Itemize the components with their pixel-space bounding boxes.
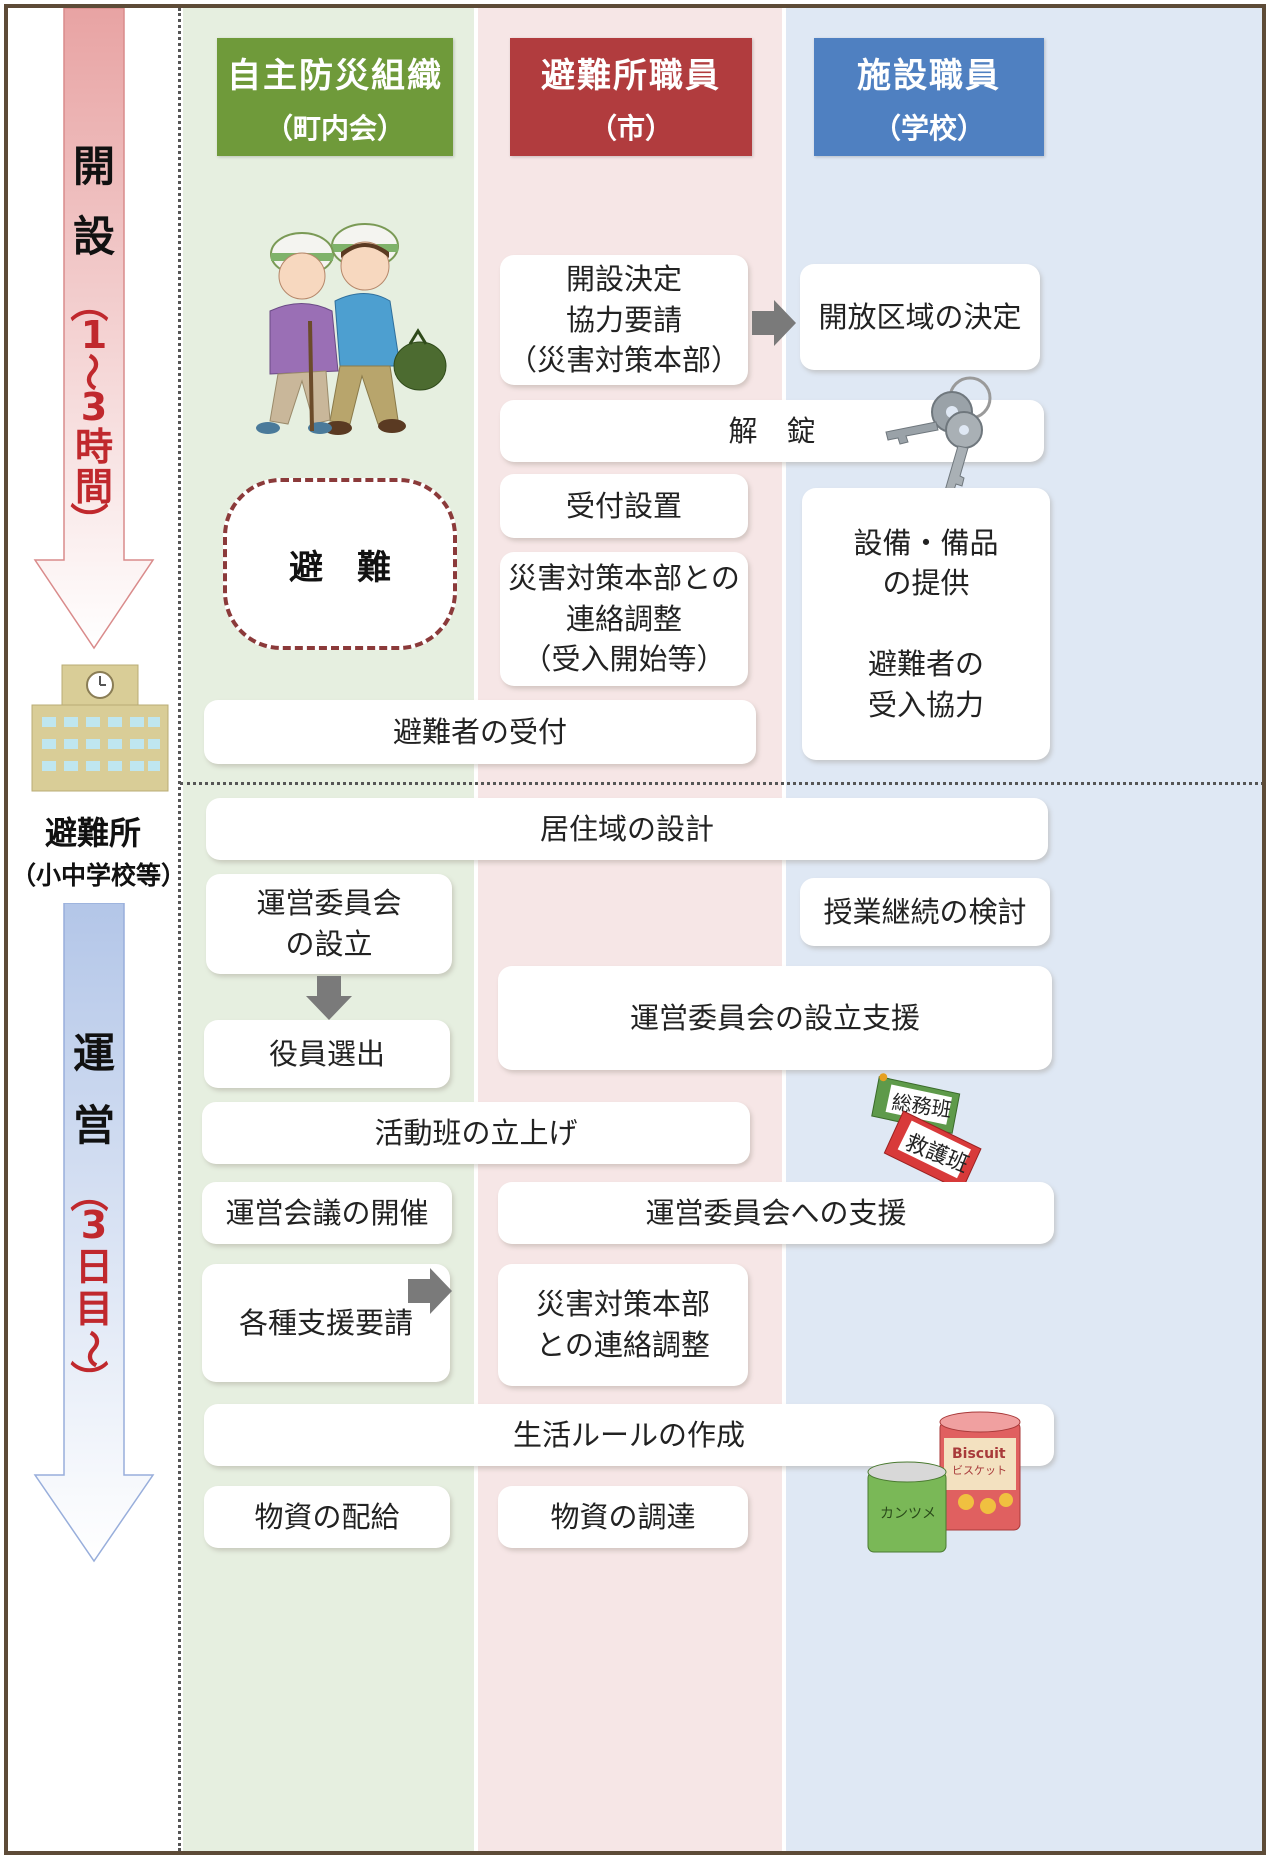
opening-char: 開 [72,142,115,191]
evacuation-label: 避 難 [289,547,391,588]
community-header: 自主防災組織 （町内会） [217,38,453,156]
officer-election-box: 役員選出 [204,1020,450,1088]
right-arrow-icon [752,300,796,346]
committee-support-box: 運営委員会の設立支援 [498,966,1052,1070]
living-area-design-box: 居住域の設計 [206,798,1048,860]
equipment-provision-box: 設備・備品 の提供 避難者の 受入協力 [802,488,1050,760]
range-char: 目 [74,1287,113,1331]
opening-char: 設 [72,212,115,261]
operation-char: 運 [72,1029,115,1078]
opening-duration-label: （ 1 〜 3 時 間 ） [64,284,124,540]
evacuees-illustration [256,223,447,435]
range-char: 間 [74,465,113,509]
school-building-icon [31,664,169,792]
phase-dotted-separator [180,782,1262,785]
right-arrow-icon [408,1268,452,1314]
opening-decision-box: 開設決定 協力要請 （災害対策本部） [500,255,748,385]
range-char: 時 [74,425,113,469]
evacuation-bubble: 避 難 [223,478,457,650]
opening-phase-arrow [33,8,155,650]
operation-phase-arrow [33,903,155,1563]
shelter-staff-header: 避難所職員 （市） [510,38,752,156]
shelter-staff-subtitle: （市） [588,111,673,145]
range-char: 〜 [69,352,113,391]
canned-food-illustration: Biscuit ビスケット カンツメ [867,1411,1021,1553]
community-title: 自主防災組織 [227,55,443,96]
activity-groups-box: 活動班の立上げ [202,1102,750,1164]
range-char: ） [66,1359,110,1398]
living-rules-box: 生活ルールの作成 [204,1404,1054,1466]
shelter-sublabel: （小中学校等） [11,861,187,890]
operation-phase-label: 運 営 [64,1033,124,1177]
column-divider [782,8,786,1851]
down-arrow-icon [306,976,352,1020]
opening-phase-label: 開 設 [64,146,124,288]
diagram-frame: 自主防災組織 （町内会） 避難所職員 （市） 施設職員 （学校） 開 設 [4,4,1266,1855]
range-char: 3 [80,1203,108,1247]
armbands-illustration: 総務班 救護班 [871,1073,982,1192]
hq-liaison-box: 災害対策本部 との連絡調整 [498,1264,748,1386]
class-continuation-box: 授業継続の検討 [800,878,1050,946]
can-biscuit-sublabel: ビスケット [952,1464,1007,1477]
committee-assist-box: 運営委員会への支援 [498,1182,1054,1244]
can-tin-label: カンツメ [880,1506,936,1522]
range-char: ） [66,501,110,540]
keys-icon [885,376,992,497]
facility-staff-subtitle: （学校） [872,111,985,145]
shelter-label: 避難所 [44,814,141,852]
community-subtitle: （町内会） [264,111,405,145]
supply-procurement-box: 物資の調達 [498,1486,748,1548]
supply-distribution-box: 物資の配給 [204,1486,450,1548]
meeting-box: 運営会議の開催 [202,1182,452,1244]
operation-duration-label: （ 3 日 目 〜 ） [64,1174,124,1398]
range-char: （ [66,1173,110,1212]
can-biscuit-label: Biscuit [952,1446,1006,1462]
support-requests-box: 各種支援要請 [202,1264,450,1382]
facility-staff-header: 施設職員 （学校） [814,38,1044,156]
facility-staff-title: 施設職員 [857,55,1001,96]
committee-setup-box: 運営委員会 の設立 [206,874,452,974]
hq-coordination-box: 災害対策本部との 連絡調整 （受入開始等） [500,552,748,686]
evacuee-reception-box: 避難者の受付 [204,700,756,764]
vertical-dotted-separator [178,8,181,1851]
operation-char: 営 [72,1101,115,1150]
reception-setup-box: 受付設置 [500,474,748,538]
shelter-staff-title: 避難所職員 [541,55,721,96]
range-char: 日 [74,1245,113,1289]
open-area-decision-box: 開放区域の決定 [800,264,1040,370]
range-char: （ [66,283,110,322]
range-char: 1 [80,313,108,357]
column-divider [474,8,478,1851]
range-char: 3 [80,385,108,429]
